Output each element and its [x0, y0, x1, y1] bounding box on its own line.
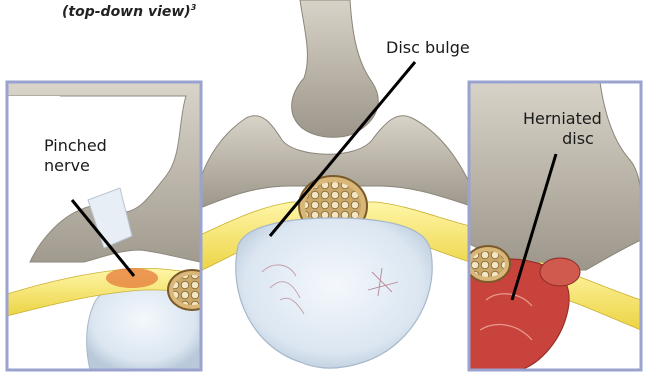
label-bulge-text: Disc bulge [386, 38, 470, 57]
label-pinched-nerve: Pinched nerve [44, 136, 107, 176]
label-herniated-disc: Herniated disc [523, 109, 602, 149]
label-disc-bulge: Disc bulge [386, 38, 470, 58]
disc [236, 218, 432, 368]
caption-text: (top-down view) [62, 4, 191, 20]
spinous-process [292, 0, 379, 137]
caption-footnote: 3 [191, 3, 197, 12]
label-herniated-line1: Herniated [523, 109, 602, 129]
label-herniated-line2: disc [523, 129, 602, 149]
label-pinched-line1: Pinched [44, 136, 107, 156]
label-pinched-line2: nerve [44, 156, 107, 176]
left-panel-content [7, 82, 216, 370]
figure-caption: (top-down view)3 [62, 3, 196, 20]
